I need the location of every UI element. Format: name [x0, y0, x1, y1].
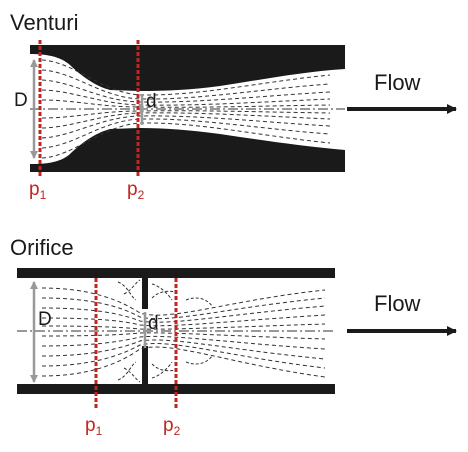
orifice-eddies [117, 279, 213, 383]
orifice-flow-label: Flow [374, 291, 421, 316]
orifice-plate-top [142, 276, 148, 309]
orifice-top-wall [17, 268, 335, 278]
venturi-p1-label: p1 [29, 179, 47, 202]
venturi-diameter-label: D [14, 90, 28, 111]
orifice-streamlines [41, 287, 326, 378]
venturi-top-wall [30, 45, 345, 91]
orifice-diameter-label: D [38, 309, 52, 330]
venturi-flow-label: Flow [374, 70, 421, 95]
venturi-section [30, 40, 457, 178]
orifice-plate-bottom [142, 346, 148, 386]
venturi-p2-label: p2 [127, 179, 145, 202]
orifice-throat-label: d [148, 313, 159, 334]
venturi-streamlines [41, 59, 331, 159]
orifice-p2-label: p2 [163, 415, 181, 438]
orifice-p1-label: p1 [85, 415, 103, 438]
venturi-title: Venturi [10, 10, 79, 35]
orifice-section [17, 268, 457, 410]
venturi-bottom-wall [30, 128, 345, 172]
orifice-title: Orifice [10, 235, 74, 260]
venturi-throat-label: d [146, 91, 157, 112]
